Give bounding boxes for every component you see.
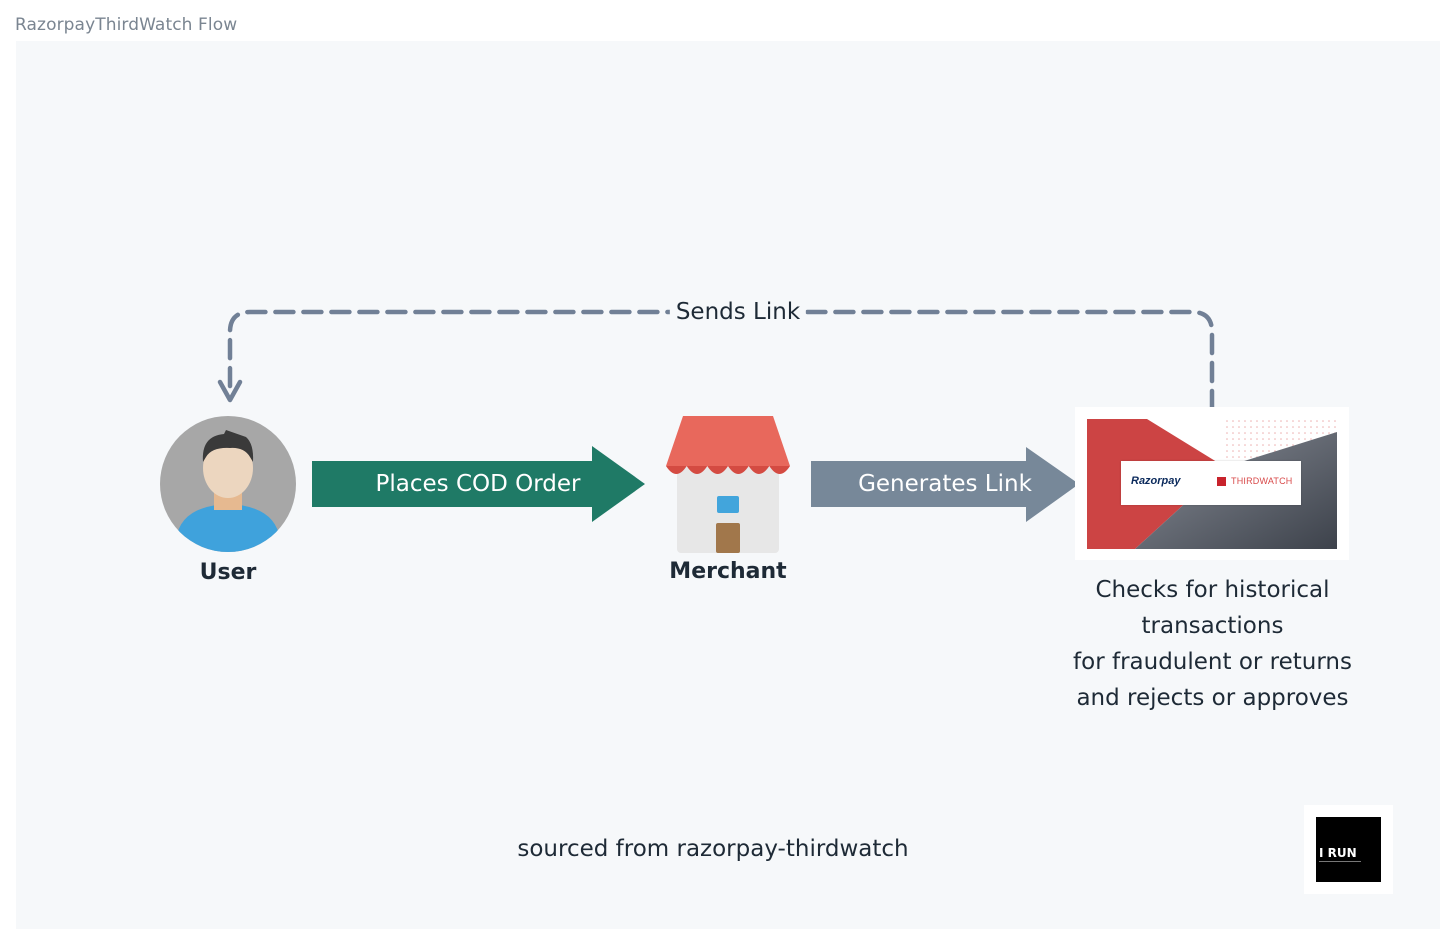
sends-link-label: Sends Link <box>669 299 807 325</box>
description-line: for fraudulent or returns <box>1073 649 1352 675</box>
i-run-logo-underline <box>1319 861 1361 862</box>
generates-link-label: Generates Link <box>858 471 1032 497</box>
store-icon <box>666 416 790 553</box>
merchant-label: Merchant <box>669 559 787 584</box>
i-run-logo-text: I RUN <box>1319 846 1357 860</box>
i-run-logo-box: I RUN <box>1316 817 1381 882</box>
thirdwatch-description: Checks for historical transactions for f… <box>1060 572 1365 716</box>
page-title: RazorpayThirdWatch Flow <box>15 15 238 35</box>
thirdwatch-mark-icon <box>1217 477 1226 486</box>
source-note: sourced from razorpay-thirdwatch <box>517 836 909 862</box>
user-avatar-icon <box>160 416 296 552</box>
description-line: Checks for historical <box>1095 577 1330 603</box>
description-line: transactions <box>1141 613 1284 639</box>
places-order-label: Places COD Order <box>375 471 581 497</box>
description-line: and rejects or approves <box>1076 685 1349 711</box>
generates-link-arrow <box>811 447 1079 522</box>
places-order-arrow <box>312 446 645 522</box>
razorpay-wordmark: Razorpay <box>1131 475 1181 487</box>
brand-banner: Razorpay THIRDWATCH <box>1121 461 1301 505</box>
user-label: User <box>199 560 257 585</box>
sends-link-arrowhead <box>217 379 243 403</box>
sends-link-connector <box>227 309 1215 440</box>
i-run-logo: I RUN <box>1304 805 1393 894</box>
razorpay-thirdwatch-logo: Razorpay THIRDWATCH <box>1075 407 1349 560</box>
thirdwatch-wordmark: THIRDWATCH <box>1231 476 1293 486</box>
